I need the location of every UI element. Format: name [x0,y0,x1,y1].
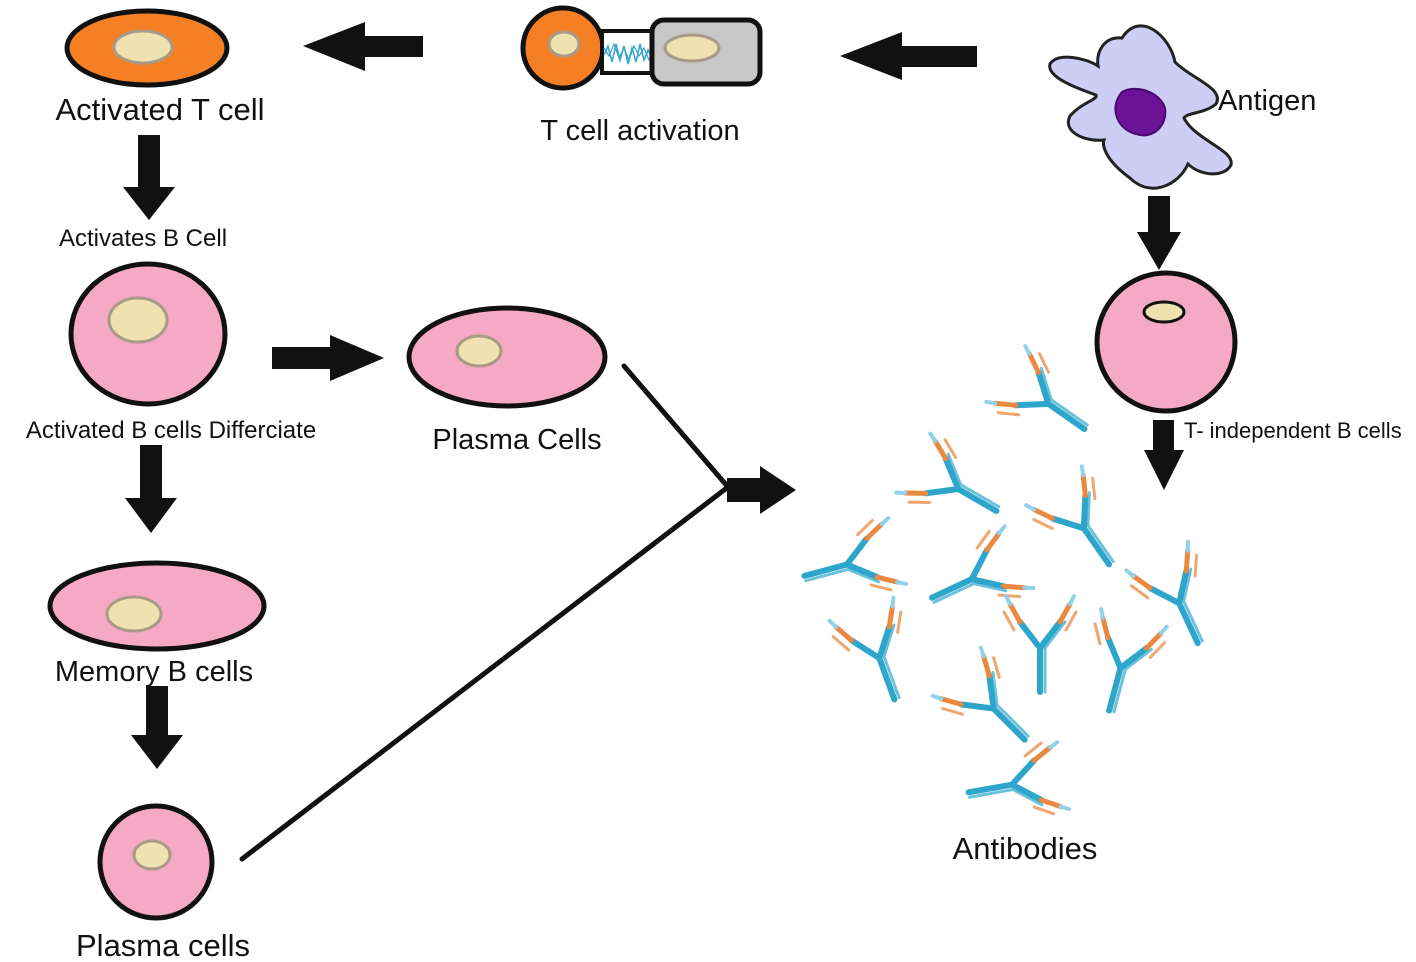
arrow-down-2 [125,445,177,533]
t-cell-activation-illustration [520,5,763,91]
activated-b-cell [68,261,228,407]
antibody-10 [931,646,1050,765]
label-t-cell-activation: T cell activation [540,115,739,147]
label-plasma-cells-mid: Plasma Cells [432,424,601,456]
t-independent-b-cell [1094,270,1238,414]
arrow-right-to-plasma [272,335,384,381]
plasma-cell-bottom [97,803,215,921]
activated-t-cell [64,8,230,88]
converging-lines [239,363,796,862]
antibody-1 [985,345,1105,459]
plasma-cell-mid [406,305,608,409]
antigen-presenting-cell [1048,24,1233,190]
label-activates-b-cell: Activates B Cell [59,225,227,252]
arrow-down-1 [123,135,175,220]
label-antigen: Antigen [1218,85,1316,117]
antibody-3 [1025,465,1139,585]
antibody-7 [828,597,928,712]
antibody-2 [895,432,1014,542]
label-memory-b-cells: Memory B cells [55,656,253,688]
arrow-left-top-1 [303,22,423,71]
antibody-8 [1004,596,1076,692]
arrow-down-right-2 [1144,420,1184,490]
label-t-independent-b-cells: T- independent B cells [1184,418,1402,443]
label-plasma-cells-bottom: Plasma cells [76,928,250,962]
antibody-4 [795,516,906,610]
label-activated-t-cell: Activated T cell [55,92,264,127]
label-activated-b-cells-differentiate: Activated B cells Differciate [26,417,316,444]
arrow-left-top-2 [840,32,977,80]
antibody-6 [1125,541,1231,658]
arrow-down-3 [131,686,183,769]
antibody-9 [1074,609,1168,720]
antibodies-cluster [795,345,1230,828]
arrow-down-right-1 [1137,196,1181,270]
memory-b-cell [47,560,267,652]
antibody-11 [962,740,1069,828]
label-antibodies: Antibodies [953,831,1098,866]
